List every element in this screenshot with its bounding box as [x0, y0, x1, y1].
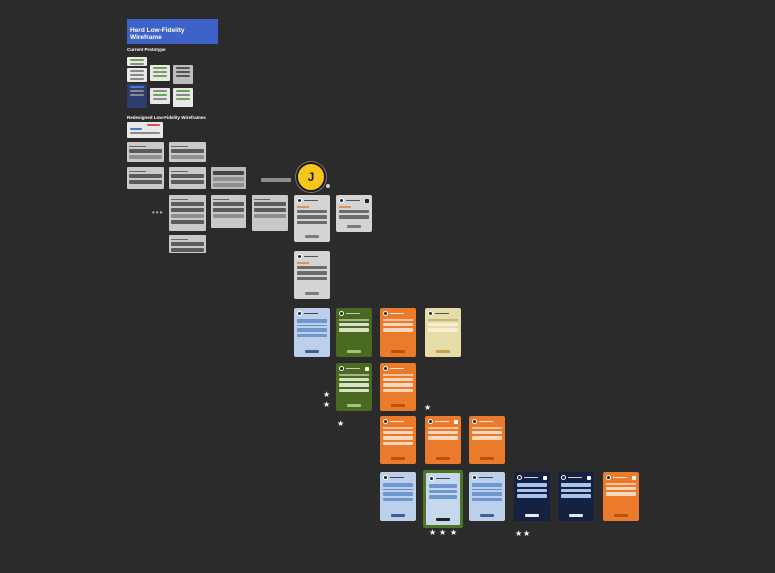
wireframe-card[interactable] [558, 472, 594, 521]
wireframe-card[interactable] [294, 251, 330, 299]
wireframe-card[interactable] [514, 472, 550, 521]
redesign-thumb[interactable] [127, 122, 163, 138]
wireframe-card[interactable] [469, 416, 505, 464]
wireframe-screen[interactable] [127, 167, 164, 189]
prototype-thumb[interactable] [150, 88, 170, 104]
prototype-thumb[interactable] [173, 65, 193, 84]
wireframe-screen[interactable] [211, 167, 246, 189]
avatar-icon[interactable]: J [296, 162, 326, 192]
star-icon: ★ [515, 529, 523, 538]
prototype-thumb[interactable] [127, 84, 147, 108]
prototype-thumb[interactable] [127, 57, 147, 66]
wireframe-card[interactable] [380, 308, 416, 357]
status-badge [326, 184, 330, 188]
wireframe-screen[interactable] [169, 235, 206, 253]
wireframe-card[interactable] [336, 308, 372, 357]
wireframe-card[interactable] [469, 472, 505, 521]
wireframe-card[interactable] [380, 472, 416, 521]
wireframe-card[interactable] [425, 416, 461, 464]
wireframe-card[interactable] [336, 195, 372, 232]
wireframe-screen[interactable] [169, 142, 206, 162]
wireframe-card-selected[interactable] [423, 470, 463, 528]
board-title: Herd Low-Fidelity Wireframe [127, 19, 218, 44]
wireframe-screen[interactable] [211, 195, 246, 228]
section-label-redesigned: Redesigned Low-Fidelity Wireframes [127, 115, 206, 120]
prototype-thumb[interactable] [173, 88, 193, 107]
prototype-thumb[interactable] [127, 68, 147, 82]
star-icon: ★ [323, 400, 331, 409]
star-icon: ★ [439, 528, 447, 537]
star-icon: ★ [323, 390, 331, 399]
star-icon: ★ [429, 528, 437, 537]
wireframe-card[interactable] [294, 195, 330, 242]
section-label-current: Current Prototype [127, 47, 166, 52]
wireframe-card[interactable] [380, 416, 416, 464]
wireframe-screen[interactable] [169, 167, 206, 189]
wireframe-card[interactable] [603, 472, 639, 521]
star-icon: ★ [337, 419, 345, 428]
wireframe-card[interactable] [425, 308, 461, 357]
wireframe-card[interactable] [336, 363, 372, 411]
star-icon: ★ [523, 529, 531, 538]
wireframe-screen[interactable] [252, 195, 288, 231]
wireframe-screen[interactable] [127, 142, 164, 162]
wireframe-card[interactable] [294, 308, 330, 357]
more-icon: ••• [152, 208, 164, 217]
wireframe-card[interactable] [380, 363, 416, 411]
star-icon: ★ [424, 403, 432, 412]
star-icon: ★ [450, 528, 458, 537]
wireframe-screen[interactable] [169, 195, 206, 231]
wireframe-screen[interactable] [259, 174, 293, 186]
prototype-thumb[interactable] [150, 65, 170, 81]
